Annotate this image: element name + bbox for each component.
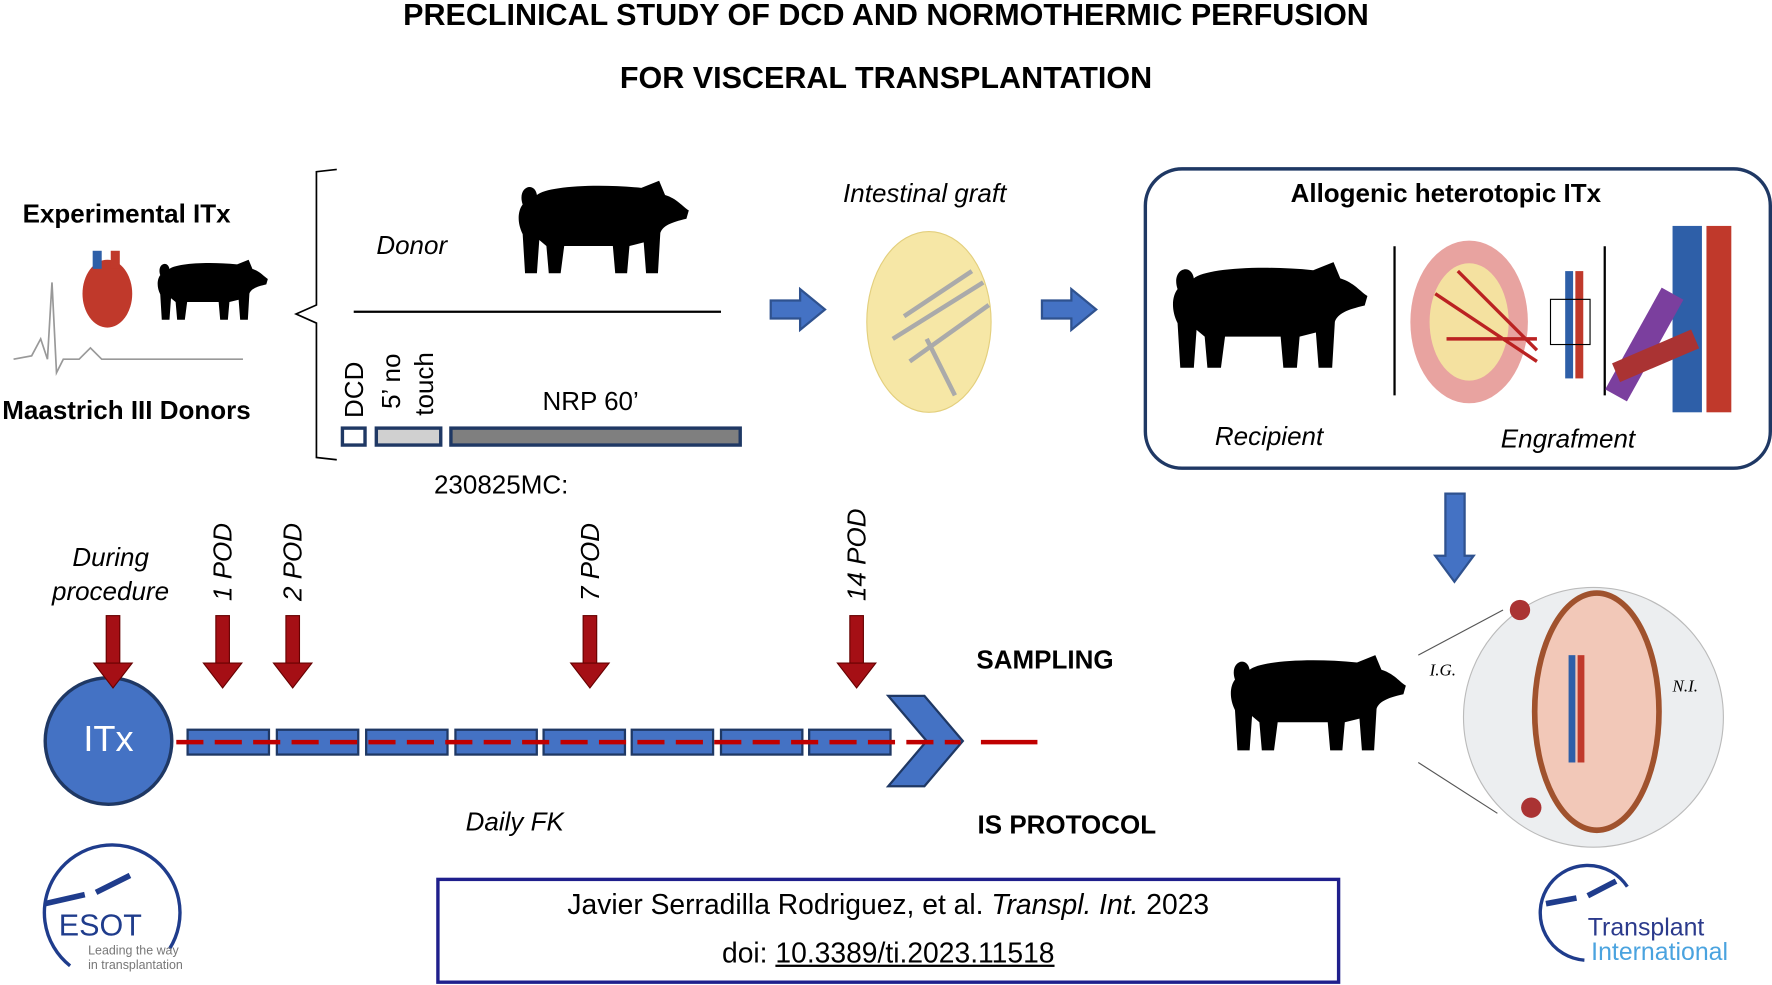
sample-arrow-icon [836, 615, 877, 689]
esot-tagline-2: in transplantation [88, 959, 183, 973]
heart-icon [82, 250, 133, 328]
daily-fk-label: Daily FK [465, 806, 564, 836]
brace [293, 168, 337, 461]
ig-label: I.G. [1429, 661, 1456, 681]
transplant-international-logo [1538, 863, 1629, 962]
pig-final-icon [1230, 655, 1406, 751]
esot-tagline-1: Leading the way [88, 944, 179, 958]
vessel-anastomosis-icon [1605, 225, 1732, 413]
transplant-box [1143, 167, 1772, 470]
experimental-itx-heading: Experimental ITx [22, 198, 231, 229]
ecg-line-icon [13, 282, 243, 377]
citation-authors: Javier Serradilla Rodriguez, et al. [567, 888, 984, 921]
ni-label: N.I. [1672, 677, 1698, 696]
dcd-label: DCD [339, 361, 369, 418]
intestinal-graft-icon [866, 231, 992, 413]
arrow-right-icon [769, 286, 827, 333]
sample-arrow-icon [570, 615, 610, 689]
dcd-bar [340, 426, 367, 447]
sample-arrow-icon [202, 615, 243, 689]
itx-circle-label: ITx [83, 718, 134, 760]
code-label: 230825MC: [433, 469, 569, 500]
doi-label: doi: [721, 937, 768, 970]
maastricht-donors-label: Maastrich III Donors [2, 395, 251, 425]
doi-link[interactable]: 10.3389/ti.2023.11518 [775, 937, 1055, 970]
pig-donor-small-icon [157, 259, 268, 320]
no-touch-bar [374, 426, 443, 447]
pod-label: 1 POD [207, 522, 238, 601]
ti-logo-text-1: Transplant [1587, 912, 1705, 941]
intestinal-graft-label: Intestinal graft [843, 178, 1007, 208]
transplant-box-heading: Allogenic heterotopic ITx [1290, 178, 1602, 208]
no-touch-label-2: touch [409, 352, 439, 416]
nrp-bar [449, 426, 742, 447]
sampling-label: SAMPLING [976, 645, 1114, 675]
engraftment-label: Engrafment [1500, 423, 1636, 453]
engraftment-intestine-icon [1410, 240, 1591, 404]
esot-logo-text: ESOT [58, 908, 142, 943]
pod-label: 7 POD [575, 522, 605, 601]
abdomen-anatomy-icon [1417, 586, 1724, 848]
no-touch-label-1: 5’ no [376, 353, 406, 409]
pod-label: 14 POD [841, 508, 872, 601]
sample-arrow-icon [272, 615, 313, 689]
citation-box: Javier Serradilla Rodriguez, et al. Tran… [436, 877, 1341, 984]
pig-donor-icon [518, 180, 689, 274]
title-line-1: PRECLINICAL STUDY OF DCD AND NORMOTHERMI… [403, 0, 1369, 32]
nrp-label: NRP 60’ [542, 386, 639, 416]
donor-label: Donor [376, 230, 448, 260]
arrow-right-icon [1040, 286, 1098, 333]
pod-label: 2 POD [278, 522, 308, 601]
title-line-2: FOR VISCERAL TRANSPLANTATION [619, 60, 1153, 95]
ti-logo-text-2: International [1591, 937, 1729, 966]
citation-journal: Transpl. Int. [991, 888, 1139, 921]
arrow-down-icon [1432, 492, 1476, 584]
during-label-1: During [72, 542, 149, 572]
citation-year: 2023 [1146, 888, 1210, 921]
recipient-label: Recipient [1214, 421, 1324, 451]
is-protocol-label: IS PROTOCOL [977, 809, 1157, 840]
esot-logo [42, 843, 182, 968]
during-label-2: procedure [51, 576, 170, 606]
